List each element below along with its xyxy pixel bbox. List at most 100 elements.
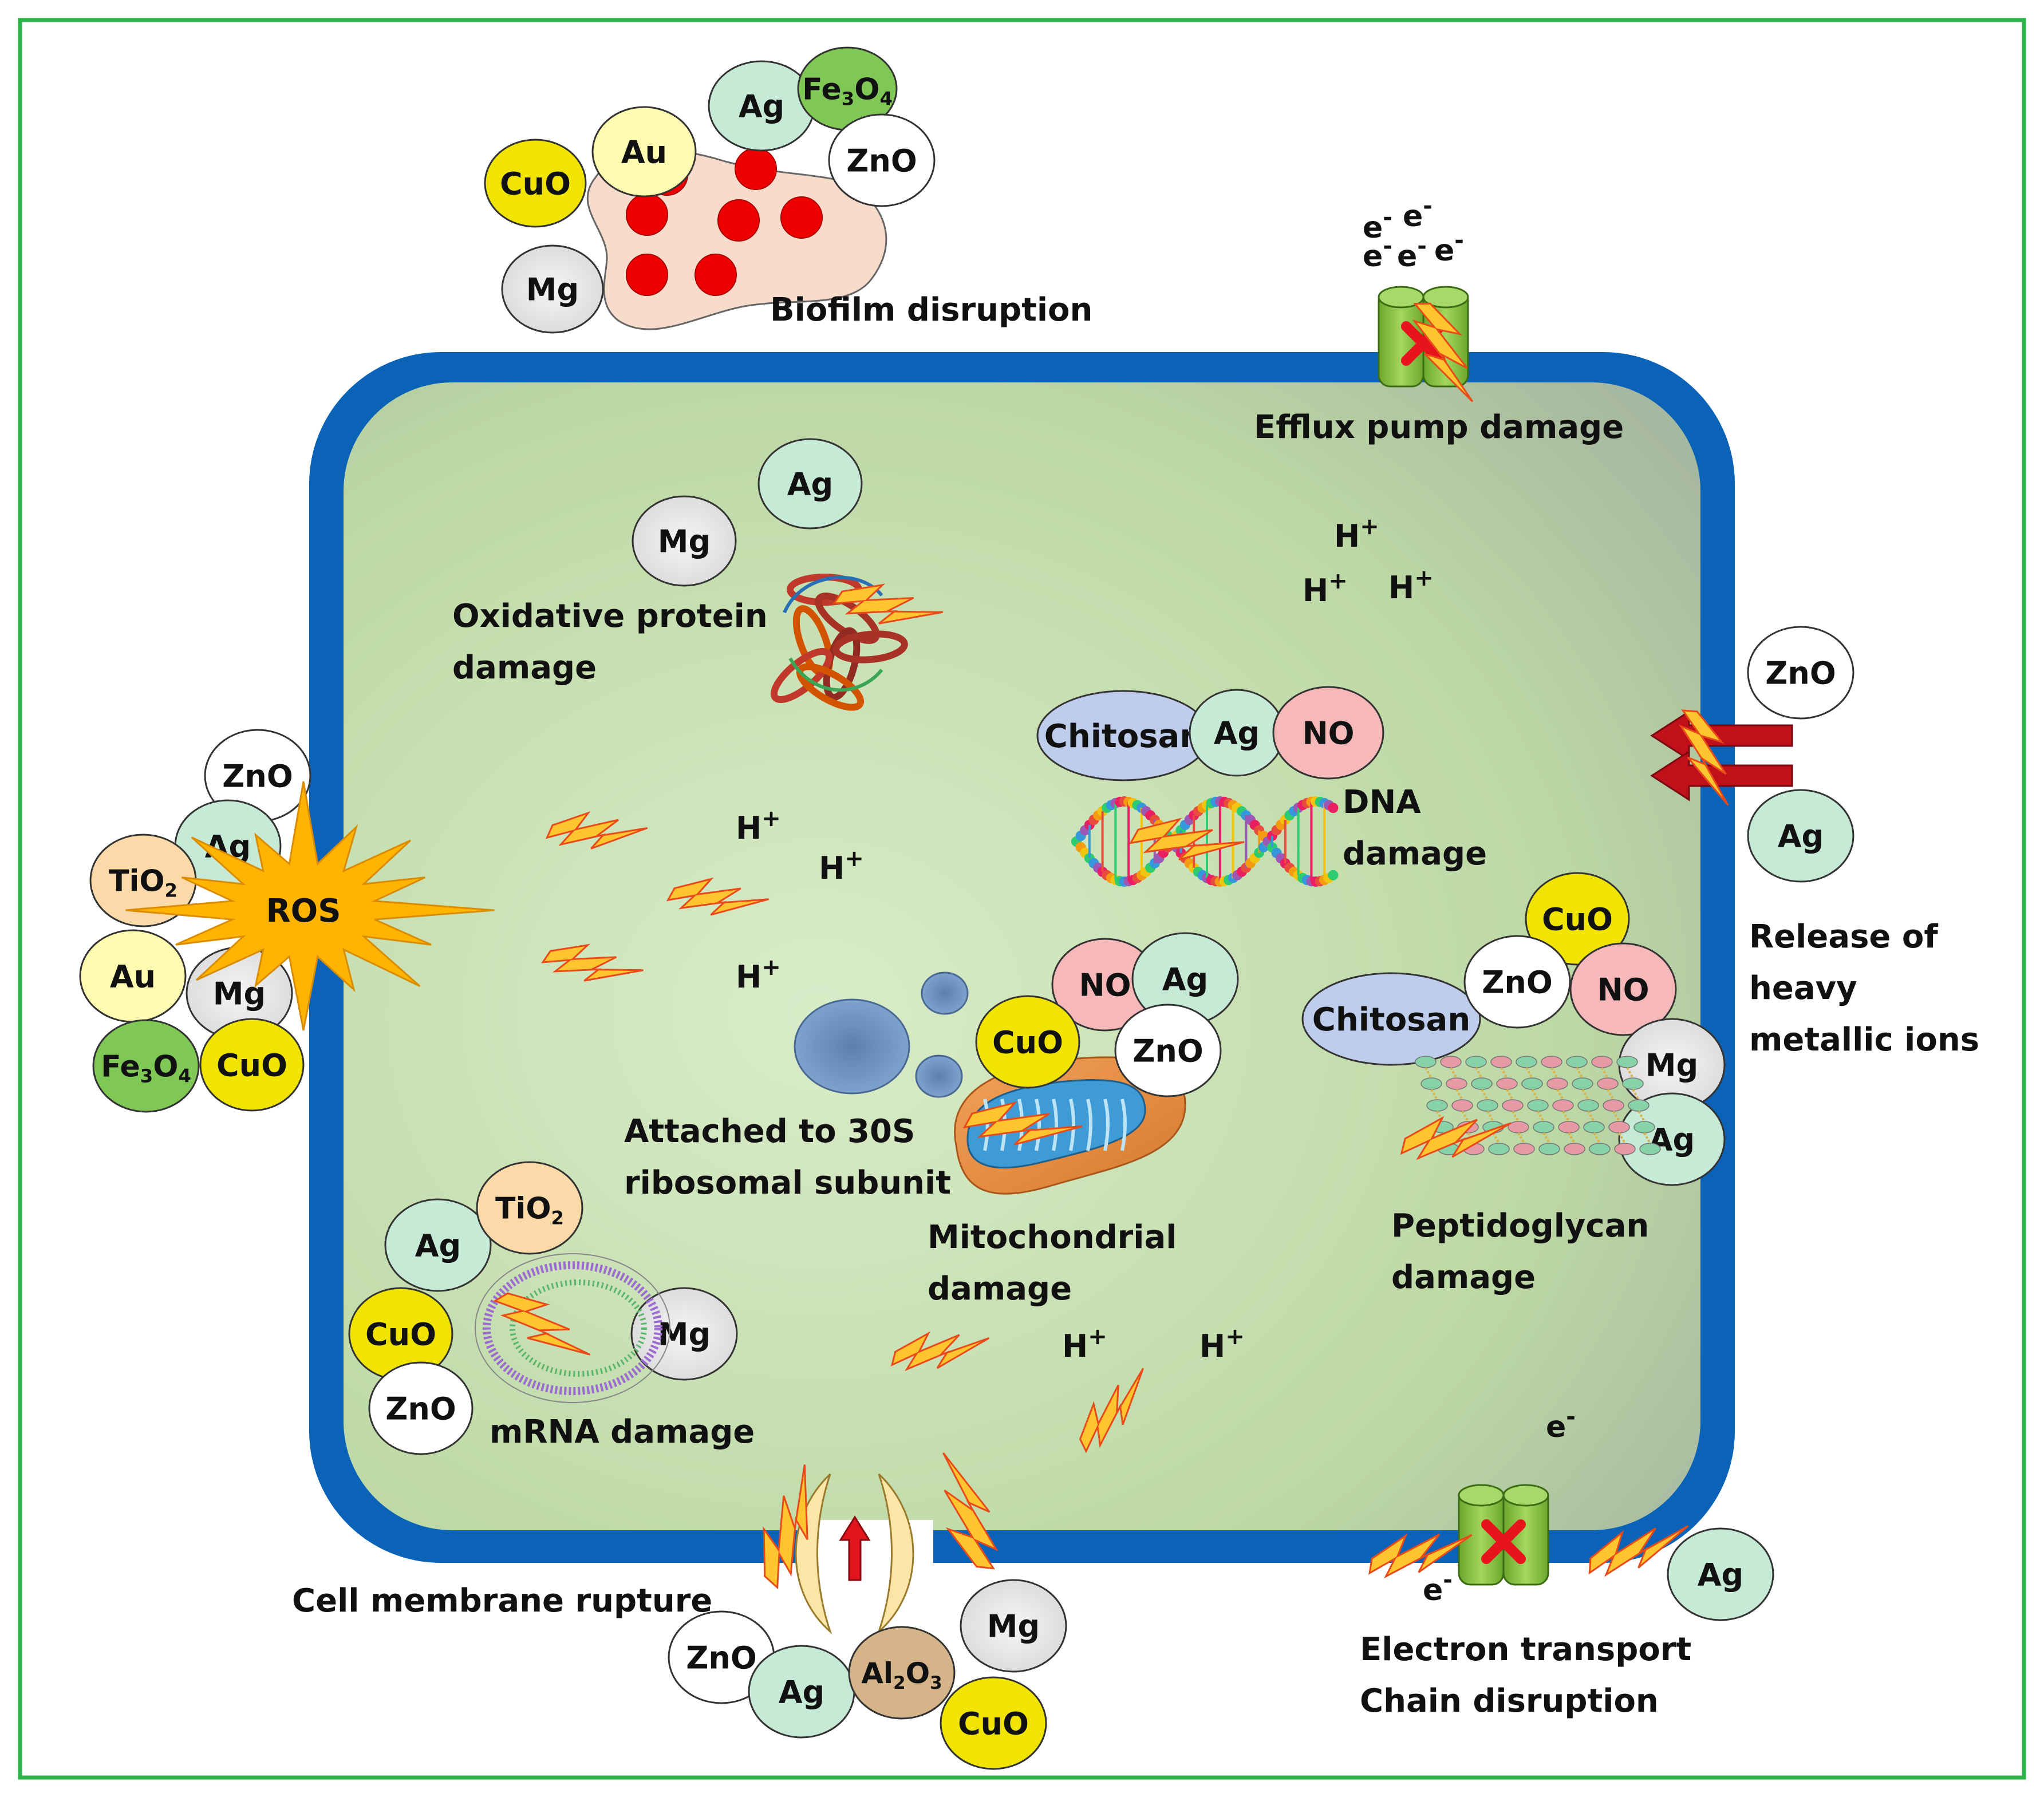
np-no-pepti: NO <box>1569 942 1677 1036</box>
electron-label: e- <box>1423 1567 1453 1608</box>
np-ag-biofilm: Ag <box>708 60 815 152</box>
label-chain-disruption: Chain disruption <box>1360 1682 1659 1720</box>
np-mg-biofilm-shape <box>501 244 604 334</box>
np-cuo-membrane-label: CuO <box>958 1705 1029 1741</box>
efflux-pump-icon <box>1378 286 1469 388</box>
np-mg-protein-label: Mg <box>658 523 711 559</box>
bacteria-cell <box>735 148 777 190</box>
bacteria-cell <box>780 196 823 239</box>
np-zno-pepti-shape <box>1463 935 1571 1029</box>
electron-label: e- <box>1434 227 1464 268</box>
np-zno-biofilm: ZnO <box>828 113 936 207</box>
label-oxidative-damage: damage <box>452 649 597 686</box>
label-dna: DNA <box>1343 784 1421 821</box>
lightning-bolt-icon <box>763 1464 808 1590</box>
np-mg-pepti-label: Mg <box>1646 1047 1698 1083</box>
np-no-pepti-label: NO <box>1597 971 1649 1008</box>
np-no-mito-label: NO <box>1079 967 1131 1003</box>
proton-label: H+ <box>819 846 864 886</box>
electron-label: e- <box>1363 204 1392 245</box>
np-fe3o4-biofilm-label: Fe3O4 <box>802 73 893 110</box>
np-chitosan-dna-label: Chitosan <box>1044 718 1202 755</box>
np-zno-mito-shape <box>1114 1004 1222 1097</box>
ros-starburst-icon <box>125 781 495 1031</box>
np-zno-pepti: ZnO <box>1463 935 1571 1029</box>
np-ag-mrna-shape <box>384 1198 492 1292</box>
np-zno-release-shape <box>1747 626 1854 720</box>
np-al2o3-membrane-label: Al2O3 <box>861 1657 942 1693</box>
label-biofilm-disruption: Biofilm disruption <box>770 291 1092 329</box>
label-ros: ROS <box>266 892 341 930</box>
np-mg-membrane-label: Mg <box>987 1608 1040 1644</box>
cytoplasm <box>344 382 1700 1530</box>
np-no-dna-shape <box>1272 686 1384 780</box>
lightning-bolt-icon <box>962 1101 1083 1146</box>
np-au-biofilm: Au <box>591 106 697 198</box>
np-zno-mrna-shape <box>368 1361 473 1455</box>
np-ag-membrane-label: Ag <box>779 1674 824 1710</box>
np-cuo-ros-label: CuO <box>216 1047 287 1083</box>
np-zno-ros-label: ZnO <box>222 758 293 794</box>
np-cuo-mito-shape <box>975 995 1080 1089</box>
np-zno-membrane: ZnO <box>668 1610 775 1704</box>
np-au-biofilm-shape <box>591 106 697 198</box>
np-cuo-pepti: CuO <box>1525 872 1630 966</box>
np-cuo-biofilm-shape <box>484 139 587 228</box>
np-chitosan-pepti: Chitosan <box>1301 972 1481 1066</box>
np-cuo-biofilm-label: CuO <box>500 165 571 202</box>
lightning-bolt-icon <box>1400 1116 1512 1160</box>
lightning-bolt-icon <box>1679 709 1729 806</box>
proton-label: H+ <box>736 954 781 995</box>
outer-frame <box>18 18 2026 1780</box>
label-mitochondrial-damage: damage <box>928 1270 1072 1308</box>
label-release-metallic-ions: metallic ions <box>1749 1021 1979 1059</box>
np-ag-pepti-shape <box>1618 1092 1726 1186</box>
bacteria-cell <box>717 199 760 242</box>
electron-label: e- <box>1403 193 1433 234</box>
np-fe3o4-ros-shape <box>92 1019 200 1113</box>
label-oxidative-protein: Oxidative protein <box>452 598 768 635</box>
lightning-bolt-icon <box>1588 1525 1689 1577</box>
np-cuo-mito: CuO <box>975 995 1080 1089</box>
electron-label: e- <box>1363 233 1392 274</box>
bacteria-cell <box>695 254 737 296</box>
np-zno-biofilm-label: ZnO <box>846 143 917 179</box>
np-cuo-ros: CuO <box>199 1018 305 1112</box>
np-cuo-membrane-shape <box>940 1676 1047 1770</box>
np-zno-mito-label: ZnO <box>1133 1033 1203 1069</box>
np-cuo-mrna-label: CuO <box>365 1316 436 1352</box>
label-peptidoglycan: Peptidoglycan <box>1391 1207 1649 1245</box>
np-chitosan-pepti-shape <box>1301 972 1481 1066</box>
proton-label: H+ <box>1388 565 1434 606</box>
np-mg-protein-shape <box>632 495 737 587</box>
np-tio2-ros: TiO2 <box>89 834 197 927</box>
np-zno-mito: ZnO <box>1114 1004 1222 1097</box>
np-zno-release: ZnO <box>1747 626 1854 720</box>
np-ag-mito-label: Ag <box>1162 961 1208 997</box>
label-cell-membrane-rupture: Cell membrane rupture <box>292 1582 712 1620</box>
proton-label: H+ <box>1199 1324 1245 1364</box>
lightning-bolt-icon <box>890 1331 990 1372</box>
proton-label: H+ <box>1334 514 1379 554</box>
np-mg-membrane-shape <box>960 1579 1067 1673</box>
np-ag-protein-label: Ag <box>787 466 833 502</box>
np-chitosan-dna: Chitosan <box>1036 690 1210 781</box>
np-mg-membrane: Mg <box>960 1579 1067 1673</box>
lightning-bolt-icon <box>541 943 644 982</box>
np-ag-mrna-label: Ag <box>415 1227 461 1263</box>
label-dna-damage: damage <box>1343 835 1487 872</box>
label-mrna-damage: mRNA damage <box>490 1413 755 1451</box>
ribosome-icon <box>794 971 969 1098</box>
arrow-icon <box>1650 750 1793 801</box>
np-chitosan-pepti-label: Chitosan <box>1312 1001 1470 1038</box>
np-zno-pepti-label: ZnO <box>1482 964 1553 1000</box>
membrane-gap <box>807 1520 933 1571</box>
np-mg-pepti: Mg <box>1618 1018 1726 1112</box>
np-zno-mrna-label: ZnO <box>385 1391 456 1427</box>
electron-label: e- <box>1546 1404 1576 1444</box>
np-zno-release-label: ZnO <box>1765 655 1836 691</box>
np-cuo-pepti-label: CuO <box>1542 901 1613 937</box>
lightning-bolt-icon <box>942 1452 999 1570</box>
np-no-dna-label: NO <box>1302 715 1354 751</box>
